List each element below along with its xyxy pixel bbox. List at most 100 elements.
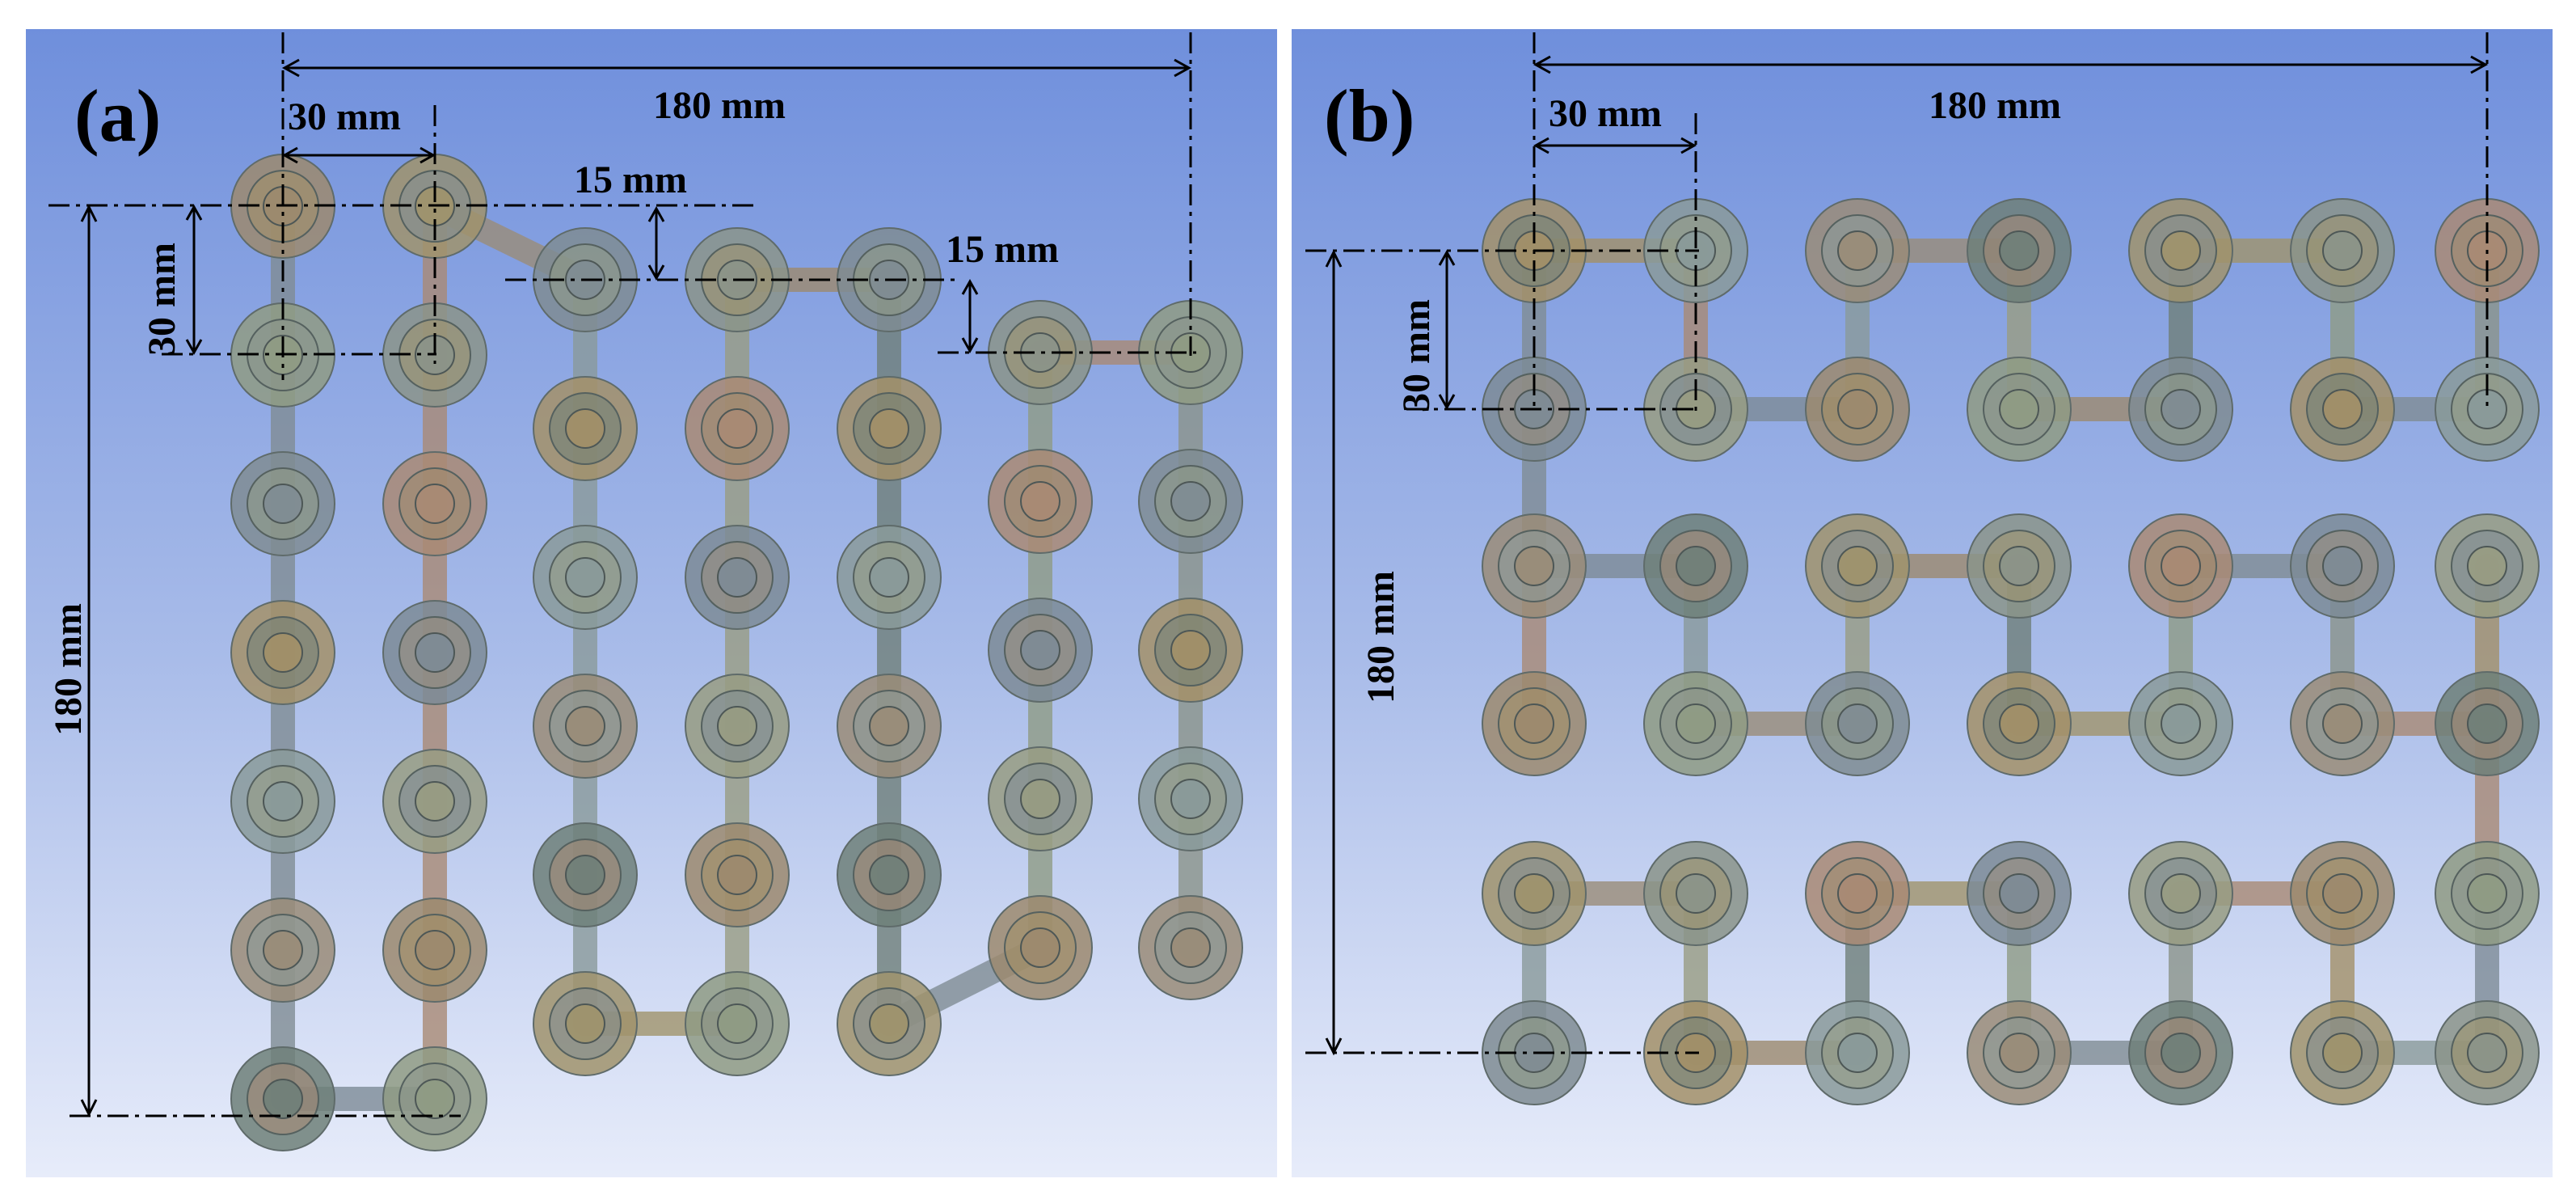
b-electrode-4-0 <box>1482 841 1587 946</box>
a-electrode-5-1 <box>988 449 1093 554</box>
b-electrode-5-6 <box>2435 1000 2540 1105</box>
a-electrode-4-1 <box>837 376 942 481</box>
dim-180-vertical-arrow-bottom <box>80 1099 98 1117</box>
a-electrode-2-3-core <box>565 706 605 746</box>
b-electrode-2-1-core <box>1676 546 1716 586</box>
a-electrode-4-4 <box>837 822 942 927</box>
b-electrode-4-5-core <box>2322 873 2363 914</box>
a-electrode-6-4-core <box>1170 927 1211 968</box>
a-electrode-2-5 <box>533 971 638 1076</box>
b-electrode-2-2-core <box>1837 546 1878 586</box>
a-electrode-3-4 <box>685 822 790 927</box>
b-electrode-3-0 <box>1482 671 1587 776</box>
b-electrode-0-4 <box>2128 198 2233 303</box>
b-electrode-3-4 <box>2128 671 2233 776</box>
dim-15-v2-arrow-bottom <box>961 337 979 354</box>
a-electrode-4-1-core <box>869 408 909 449</box>
b-electrode-0-5-core <box>2322 230 2363 271</box>
a-electrode-6-1 <box>1138 449 1243 554</box>
b-electrode-2-0 <box>1482 513 1587 619</box>
a-electrode-2-3 <box>533 674 638 779</box>
a-electrode-3-1 <box>685 376 790 481</box>
dim-label-180-vertical: 180 mm <box>47 603 90 736</box>
b-dim-30-arrow-right <box>1680 137 1697 154</box>
b-electrode-3-2-core <box>1837 703 1878 744</box>
b-electrode-4-2-core <box>1837 873 1878 914</box>
dim-label-30-vertical: 30 mm <box>141 243 183 356</box>
a-electrode-2-2-core <box>565 557 605 598</box>
a-electrode-1-2 <box>382 451 487 556</box>
a-electrode-6-2-core <box>1170 630 1211 670</box>
b-electrode-2-6-core <box>2467 546 2507 586</box>
b-dim-180-v-arrow-top <box>1325 249 1343 268</box>
b-dim-label-180-horizontal: 180 mm <box>1929 84 2061 127</box>
a-electrode-4-5 <box>837 971 942 1076</box>
dim-180-horizontal-arrow-left <box>281 58 300 78</box>
a-electrode-5-0 <box>988 300 1093 405</box>
a-electrode-1-3 <box>382 600 487 705</box>
a-electrode-2-4 <box>533 822 638 927</box>
b-electrode-3-1-core <box>1676 703 1716 744</box>
b-electrode-5-2-core <box>1837 1033 1878 1073</box>
panel-a-letter: (a) <box>74 74 161 157</box>
a-electrode-2-4-core <box>565 855 605 895</box>
dim-30-horizontal-arrows-right <box>419 146 436 164</box>
a-electrode-1-6 <box>382 1046 487 1151</box>
b-electrode-5-6-core <box>2467 1033 2507 1073</box>
b-electrode-2-3-core <box>1999 546 2039 586</box>
b-electrode-4-4 <box>2128 841 2233 946</box>
b-electrode-0-4-core <box>2161 230 2201 271</box>
b-dim-180-arrow-right <box>2470 55 2489 74</box>
b-electrode-0-5 <box>2290 198 2395 303</box>
b-electrode-5-2 <box>1805 1000 1910 1105</box>
dim-30-horizontal-arrows <box>281 146 298 164</box>
a-electrode-1-6-core <box>415 1079 455 1119</box>
b-electrode-2-4 <box>2128 513 2233 619</box>
b-electrode-4-2 <box>1805 841 1910 946</box>
a-electrode-5-3-core <box>1020 779 1060 819</box>
b-electrode-3-5 <box>2290 671 2395 776</box>
b-dim-30-arrow-left <box>1533 137 1549 154</box>
a-electrode-2-1-core <box>565 408 605 449</box>
b-electrode-2-5 <box>2290 513 2395 619</box>
b-electrode-2-5-core <box>2322 546 2363 586</box>
b-electrode-0-2-core <box>1837 230 1878 271</box>
a-electrode-3-5-core <box>717 1003 757 1044</box>
b-electrode-3-3-core <box>1999 703 2039 744</box>
dim-15-v2-arrow-top <box>961 278 979 295</box>
a-electrode-6-4 <box>1138 895 1243 1000</box>
b-electrode-4-6-core <box>2467 873 2507 914</box>
a-electrode-3-5 <box>685 971 790 1076</box>
b-electrode-2-0-core <box>1514 546 1554 586</box>
a-electrode-6-3-core <box>1170 779 1211 819</box>
a-electrode-0-2-core <box>263 484 303 524</box>
a-electrode-3-3 <box>685 674 790 779</box>
b-electrode-1-6 <box>2435 357 2540 462</box>
a-electrode-2-2 <box>533 525 638 630</box>
b-electrode-3-2 <box>1805 671 1910 776</box>
a-electrode-5-2-core <box>1020 630 1060 670</box>
a-electrode-0-6-core <box>263 1079 303 1119</box>
a-electrode-0-3-core <box>263 632 303 673</box>
panel-a-background <box>26 29 1277 1177</box>
b-electrode-1-4-core <box>2161 389 2201 429</box>
b-electrode-4-4-core <box>2161 873 2201 914</box>
a-electrode-4-2-core <box>869 557 909 598</box>
a-electrode-1-4 <box>382 749 487 854</box>
b-electrode-0-3-core <box>1999 230 2039 271</box>
a-electrode-5-4-core <box>1020 927 1060 968</box>
b-electrode-5-5 <box>2290 1000 2395 1105</box>
dim-30-vertical-arrow-bottom <box>185 339 203 356</box>
a-electrode-5-4 <box>988 895 1093 1000</box>
dim-15-v1-arrow-bottom <box>647 264 665 281</box>
b-electrode-5-4-core <box>2161 1033 2201 1073</box>
a-electrode-0-3 <box>230 600 335 705</box>
b-electrode-3-6 <box>2435 671 2540 776</box>
panel-a-dimension-lines <box>48 32 1196 1117</box>
dim-30-vertical-arrow-top <box>185 204 203 221</box>
a-electrode-5-3 <box>988 746 1093 851</box>
a-electrode-4-5-core <box>869 1003 909 1044</box>
a-electrode-5-2 <box>988 598 1093 703</box>
dim-180-vertical-arrow-top <box>80 204 98 222</box>
